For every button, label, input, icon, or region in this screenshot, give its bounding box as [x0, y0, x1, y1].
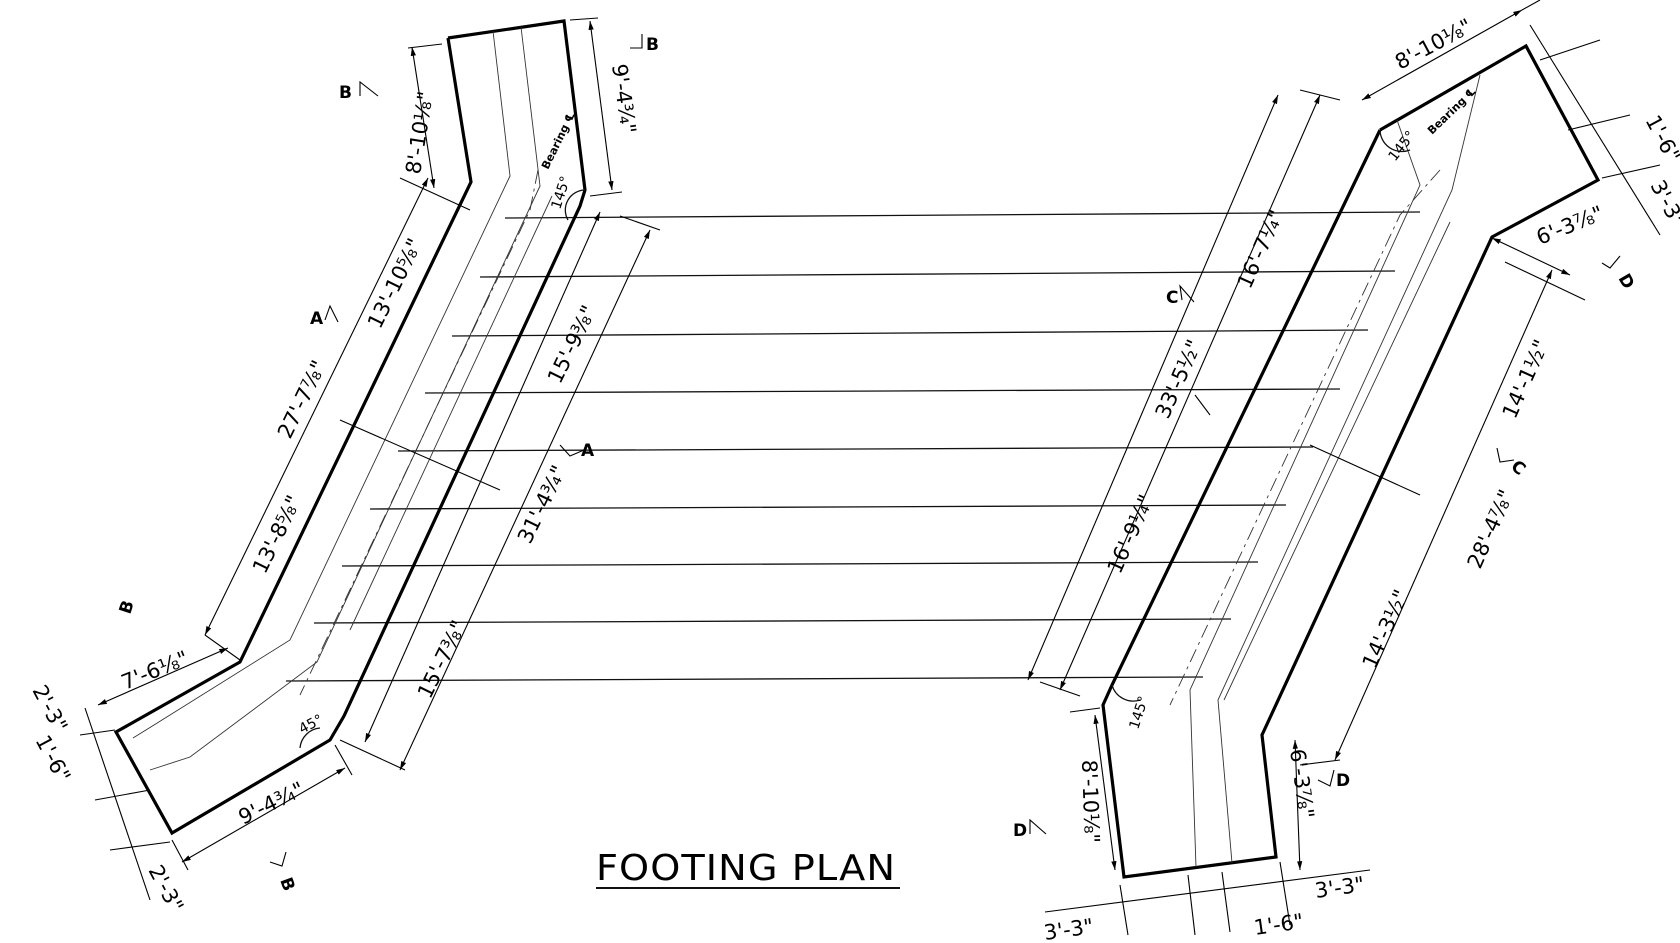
section-markers: B B B B A A C C [116, 34, 1638, 894]
bearing-label-right: Bearing ℄ [1425, 85, 1479, 137]
dim-right-top-seg: 8'-10⅛" [1391, 14, 1476, 74]
dim-left-width-b: 1'-6" [31, 731, 76, 786]
angle-left-bottom: 45° [296, 712, 325, 738]
title-group: FOOTING PLAN [596, 848, 900, 889]
dim-right-bottom-width-b: 1'-6" [1252, 909, 1305, 940]
svg-text:C: C [1166, 288, 1178, 308]
right-dimension-lines [1027, 0, 1661, 936]
dim-left-total-a: 27'-7⅞" [273, 357, 331, 443]
left-abutment-footing [113, 19, 587, 836]
dim-right-bottom-width-a: 3'-3" [1042, 914, 1095, 943]
section-marker-b-top: B [630, 34, 659, 55]
svg-text:D: D [1013, 821, 1027, 841]
dim-right-outer-total: 28'-4⅞" [1463, 486, 1519, 572]
angle-right-bottom: 145° [1127, 694, 1153, 731]
angle-right-top: 145° [1386, 128, 1419, 164]
left-dimension-labels: 8'-10⅛" 9'-4¾" 13'-10⅝" 27'-7⅞" 13'-8⅝" … [28, 62, 641, 916]
section-marker-b-top-left: B [339, 80, 379, 103]
dim-left-inner-upper: 15'-9⅜" [543, 302, 601, 388]
section-marker-d-right-top: D [1601, 255, 1638, 293]
section-marker-c-right: C [1496, 447, 1529, 480]
dim-left-inner-total: 31'-4¾" [513, 462, 571, 548]
svg-text:B: B [339, 83, 352, 103]
svg-text:D: D [1614, 271, 1638, 293]
section-marker-a-mid: A [559, 441, 595, 461]
dim-left-top-wing: 9'-4¾" [607, 62, 641, 135]
section-marker-b-bottom: B [269, 851, 299, 894]
angle-left-top: 145° [549, 174, 575, 211]
dim-left-top-width: 8'-10⅛" [401, 90, 438, 176]
drawing-title: FOOTING PLAN [596, 848, 896, 889]
dim-right-upper-c: 16'-7¼" [1233, 206, 1289, 292]
dim-right-outer-lower: 14'-3½" [1358, 586, 1414, 672]
dim-right-bottom-wing: 8'-10⅛" [1077, 759, 1104, 843]
section-marker-a-left: A [310, 304, 339, 329]
svg-text:A: A [581, 441, 595, 461]
section-marker-d-bottom-left: D [1013, 818, 1047, 841]
dim-right-outer-upper: 14'-1½" [1498, 336, 1554, 422]
dim-right-bottom-width-c: 3'-3" [1313, 872, 1366, 903]
dim-right-width-b: 3'-3" [1646, 176, 1680, 231]
dim-right-total-c: 33'-5½" [1151, 336, 1207, 422]
dim-right-width-a: 1'-6" [1641, 111, 1680, 166]
dim-right-lower-c: 16'-9¼" [1103, 491, 1159, 577]
svg-text:B: B [646, 35, 659, 55]
svg-text:D: D [1336, 771, 1350, 791]
section-marker-b-mid-left: B [116, 598, 139, 617]
svg-text:B: B [275, 875, 298, 894]
left-dimension-lines [79, 17, 661, 901]
svg-text:B: B [116, 598, 139, 617]
dim-right-bottom-angle-seg: 6'-3⅞" [1285, 747, 1319, 820]
section-marker-c-left: C [1166, 284, 1195, 308]
bearing-label-left: Bearing ℄ [539, 110, 578, 171]
dim-left-bottom-angle-seg: 7'-6⅛" [118, 646, 192, 695]
svg-text:A: A [310, 309, 324, 329]
angle-labels: 145° 45° 145° 145° Bearing ℄ Bearing ℄ [296, 85, 1478, 738]
dim-left-width-a: 2'-3" [28, 681, 73, 736]
section-marker-d-right-bottom: D [1317, 769, 1350, 791]
dim-left-width-c: 2'-3" [144, 861, 189, 916]
dim-left-bottom-wing: 9'-4¾" [235, 777, 309, 829]
dim-left-upper-a: 13'-10⅝" [363, 235, 427, 333]
dim-left-inner-lower: 15'-7⅜" [413, 617, 471, 703]
dim-left-lower-a: 13'-8⅝" [248, 492, 306, 578]
